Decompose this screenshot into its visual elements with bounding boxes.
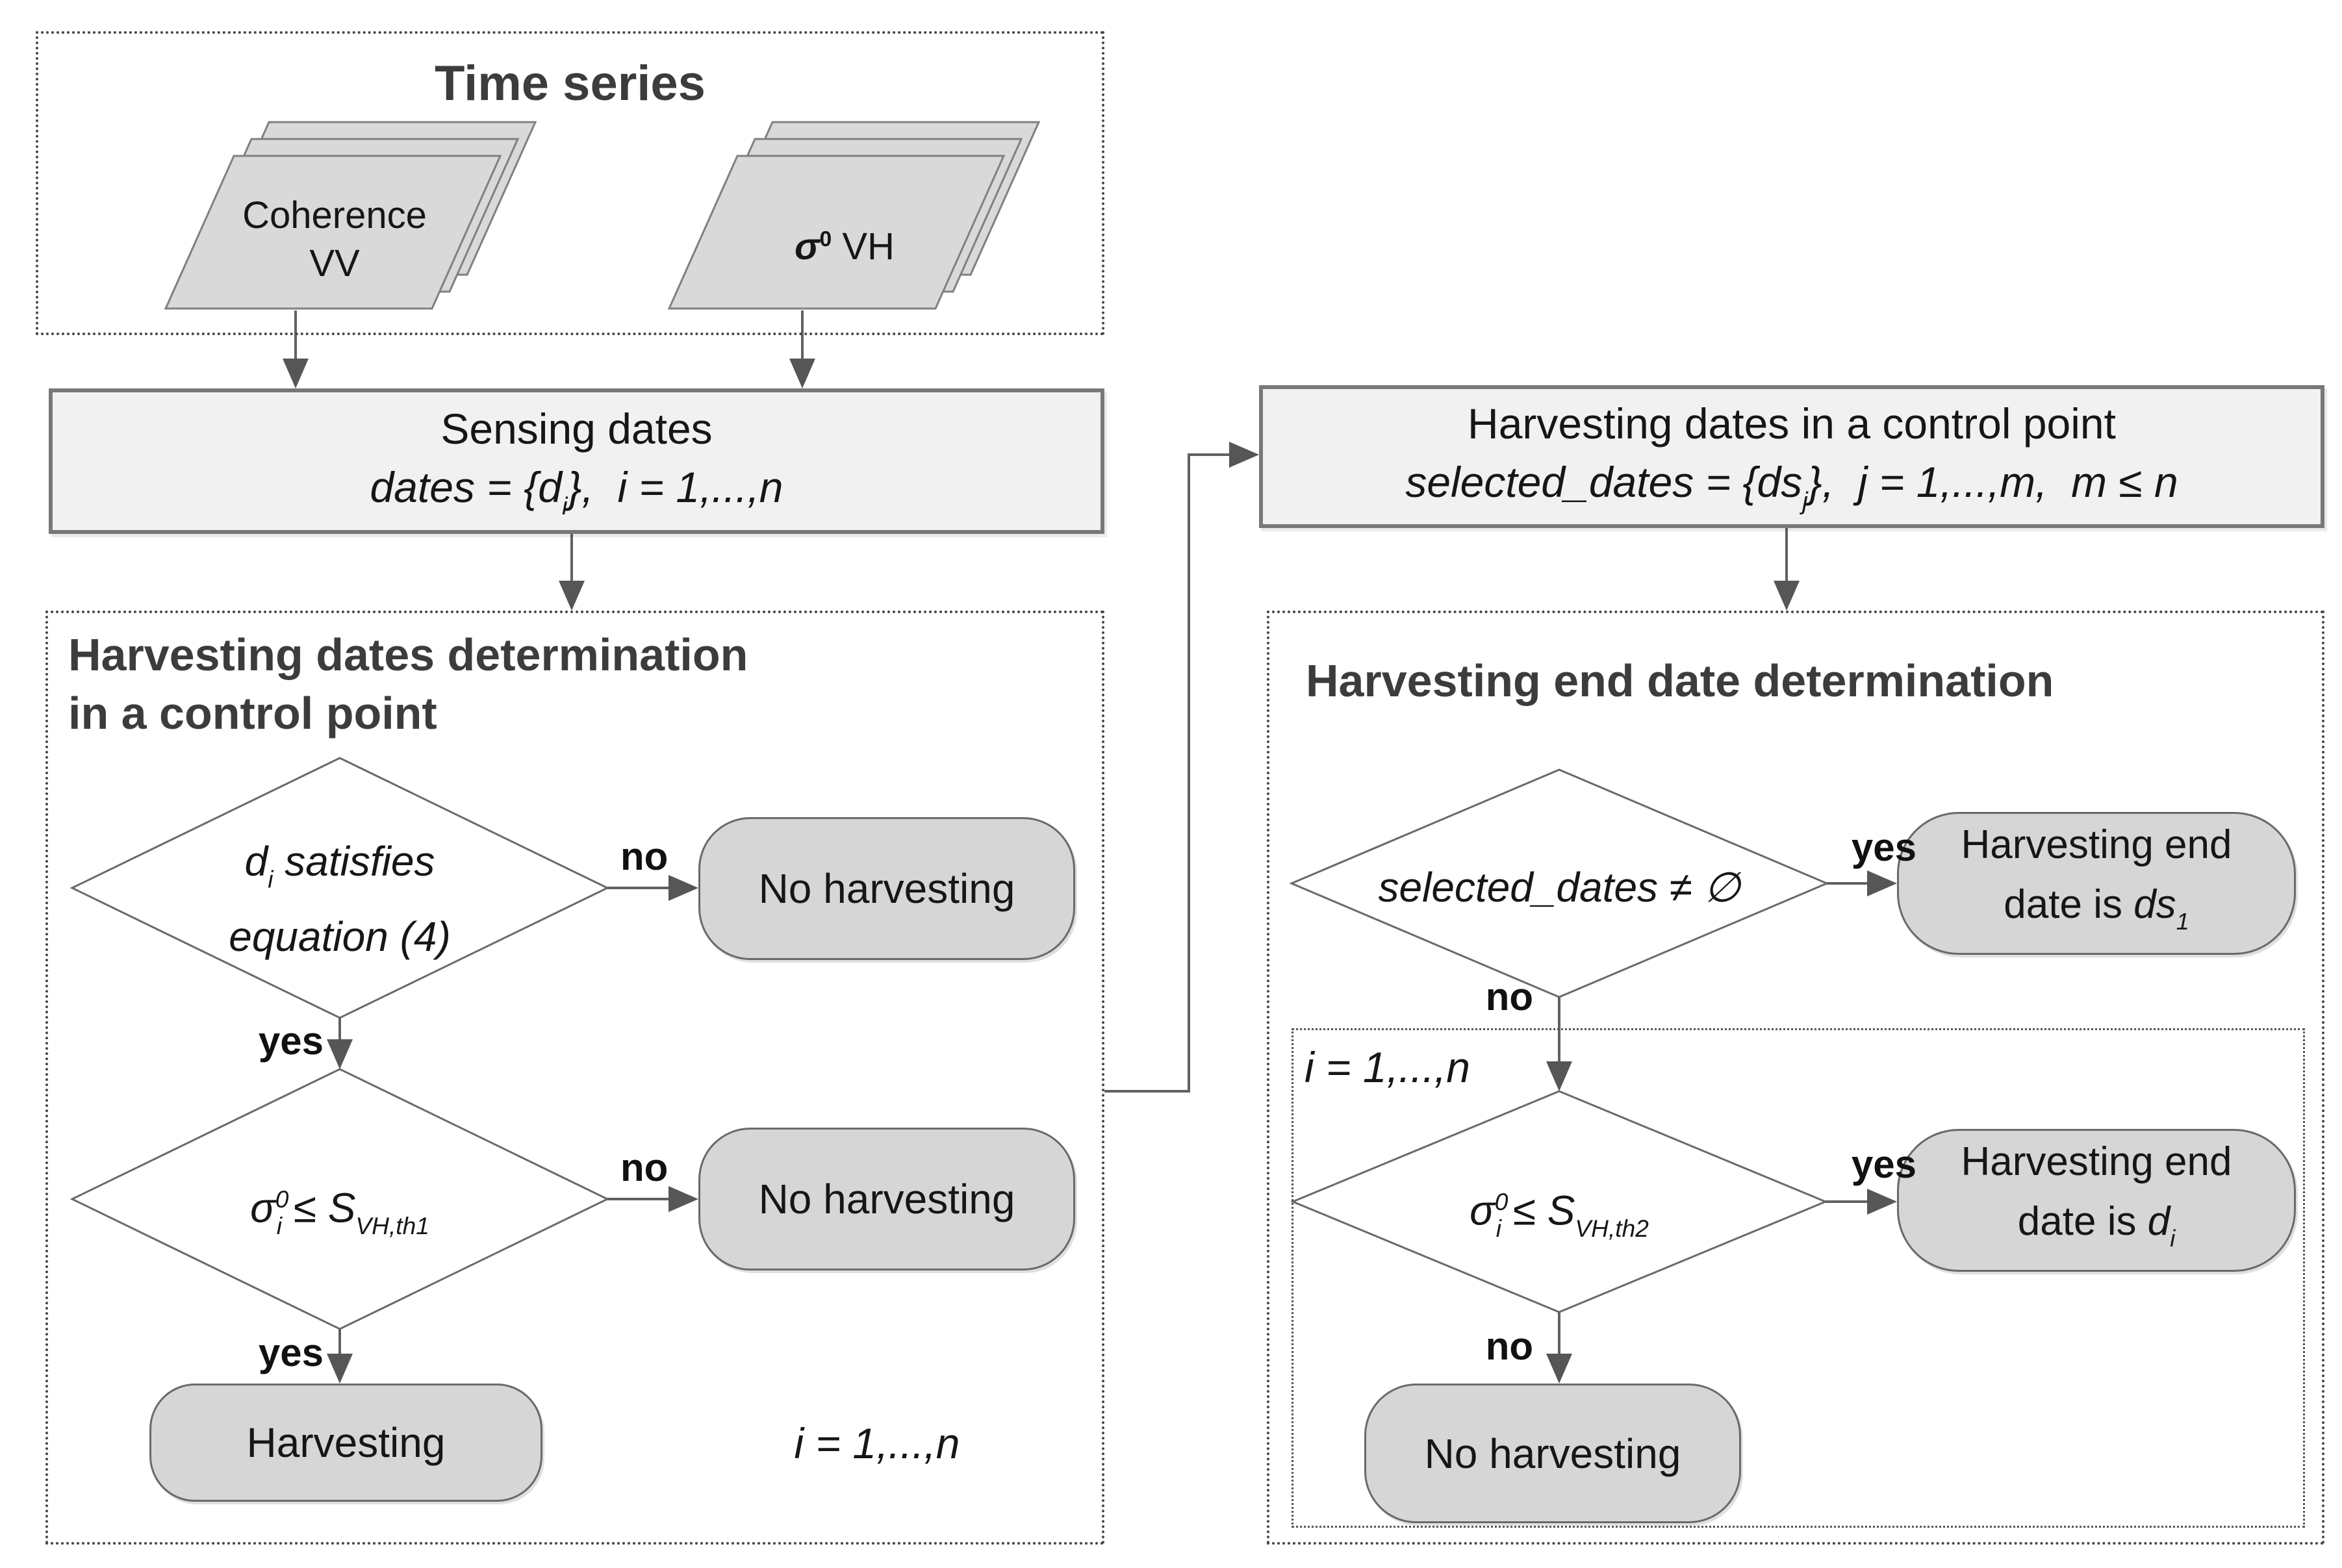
connector-leftflow-to-selectedbox [1104,442,1259,1093]
d2-superscript: 0 [275,1185,289,1213]
sigma0-vh-stack [667,121,1041,310]
d2-sigma: σ [250,1184,275,1232]
d2-threshold-subscript: VH,th1 [355,1211,429,1239]
d1-subscript: i [268,865,274,893]
time-series-title: Time series [435,56,706,111]
sensing-dates-box [49,388,1104,534]
coherence-stack-label: Coherence VV [162,192,507,288]
coherence-line1: Coherence [242,194,427,236]
sigma-suffix: VH [832,225,895,268]
coherence-vv-stack [164,121,537,310]
d4-superscript: 0 [1494,1188,1508,1215]
left-flow-title-line1: Harvesting dates determination [68,629,748,680]
harvesting-end-date-container [1267,611,2324,1545]
formula-part: }, i = 1,...,n [567,463,783,511]
edge-label-yes-3: yes [1851,826,1916,869]
d1-rest: satisfies [273,838,435,885]
terminal-variable: d [2147,1199,2170,1245]
terminal-label: No harvesting [758,1176,1015,1222]
stack-card-front [667,155,1006,310]
terminal-label: No harvesting [1424,1430,1681,1477]
terminal-no-harvesting-1: No harvesting [698,817,1075,960]
right-loop-label: i = 1,...,n [1305,1043,1470,1091]
sensing-dates-formula: dates = {di}, i = 1,...,n [49,461,1104,533]
decision-diamonds [70,757,1829,1330]
d4-threshold-subscript: VH,th2 [1575,1214,1649,1242]
right-flow-title: Harvesting end date determination [1306,655,2054,706]
edge-label-no-1: no [620,835,668,878]
d4-sigma: σ [1470,1187,1495,1234]
sensing-dates-title: Sensing dates [440,405,713,453]
d2-operator: ≤ S [282,1184,356,1232]
terminal-label: Harvesting [246,1419,446,1466]
left-flow-title-line2: in a control point [68,688,437,739]
sigma-superscript: 0 [819,227,832,251]
selected-dates-box-title: Harvesting dates in a control point [1468,399,2116,448]
coherence-line2: VV [309,242,360,285]
edge-label-yes-4: yes [1851,1143,1916,1186]
terminal-harvesting: Harvesting [149,1384,542,1502]
terminal-no-harvesting-3: No harvesting [1364,1384,1741,1523]
terminal-end-date-ds1: Harvesting end date is ds1 [1897,812,2296,955]
edge-label-no-2: no [620,1146,668,1189]
d2-subscript: i [276,1211,283,1239]
terminal-variable-subscript: 1 [2176,907,2189,935]
decision-d2-label: σ0i ≤ SVH,th1 [72,1170,607,1254]
time-series-container [36,31,1104,335]
decision-d4-label: σ0i ≤ SVH,th2 [1293,1173,1826,1257]
edge-label-yes-2: yes [258,1331,324,1374]
formula-subscript: j [1802,487,1808,516]
left-loop-label: i = 1,...,n [794,1419,960,1467]
terminal-line2-text: date is [2017,1199,2148,1245]
formula-part: selected_dates = {ds [1405,458,1803,506]
flow-arrows [283,310,1897,1384]
formula-part: }, j = 1,...,m, m ≤ n [1807,458,2178,506]
d1-line1: di satisfies [72,833,607,908]
decision-d1-label: di satisfies equation (4) [72,833,607,965]
sigma-symbol: σ [795,225,820,268]
terminal-label: No harvesting [758,865,1015,912]
harvesting-dates-determination-container [45,611,1104,1545]
sigma-stack-label: σ0 VH [676,216,1013,271]
terminal-line2-text: date is [2004,882,2134,928]
d4-operator: ≤ S [1501,1187,1575,1234]
decision-d3-label: selected_dates ≠ ∅ [1378,864,1740,911]
terminal-end-date-di: Harvesting end date is di [1897,1129,2296,1272]
formula-subscript: i [561,492,568,521]
stack-card-front [164,155,502,310]
terminal-variable-subscript: i [2170,1224,2176,1252]
terminal-variable: ds [2133,882,2176,928]
formula-part: dates = {d [370,463,562,511]
d4-subscript: i [1496,1214,1502,1242]
terminal-line2: date is di [2018,1192,2175,1269]
edge-label-yes-1: yes [258,1019,324,1063]
d1-variable: d [244,838,268,885]
terminal-line2: date is ds1 [2004,875,2189,952]
selected-dates-box-formula: selected_dates = {dsj}, j = 1,...,m, m ≤… [1259,456,2324,527]
loop-subcontainer [1292,1028,2305,1528]
edge-label-no-4: no [1485,1324,1533,1368]
harvesting-dates-control-point-box [1259,385,2324,528]
terminal-line1: Harvesting end [1961,1139,2232,1185]
d1-line2: equation (4) [229,913,451,960]
edge-label-no-3: no [1485,975,1533,1018]
terminal-line1: Harvesting end [1961,822,2232,868]
terminal-no-harvesting-2: No harvesting [698,1128,1075,1271]
